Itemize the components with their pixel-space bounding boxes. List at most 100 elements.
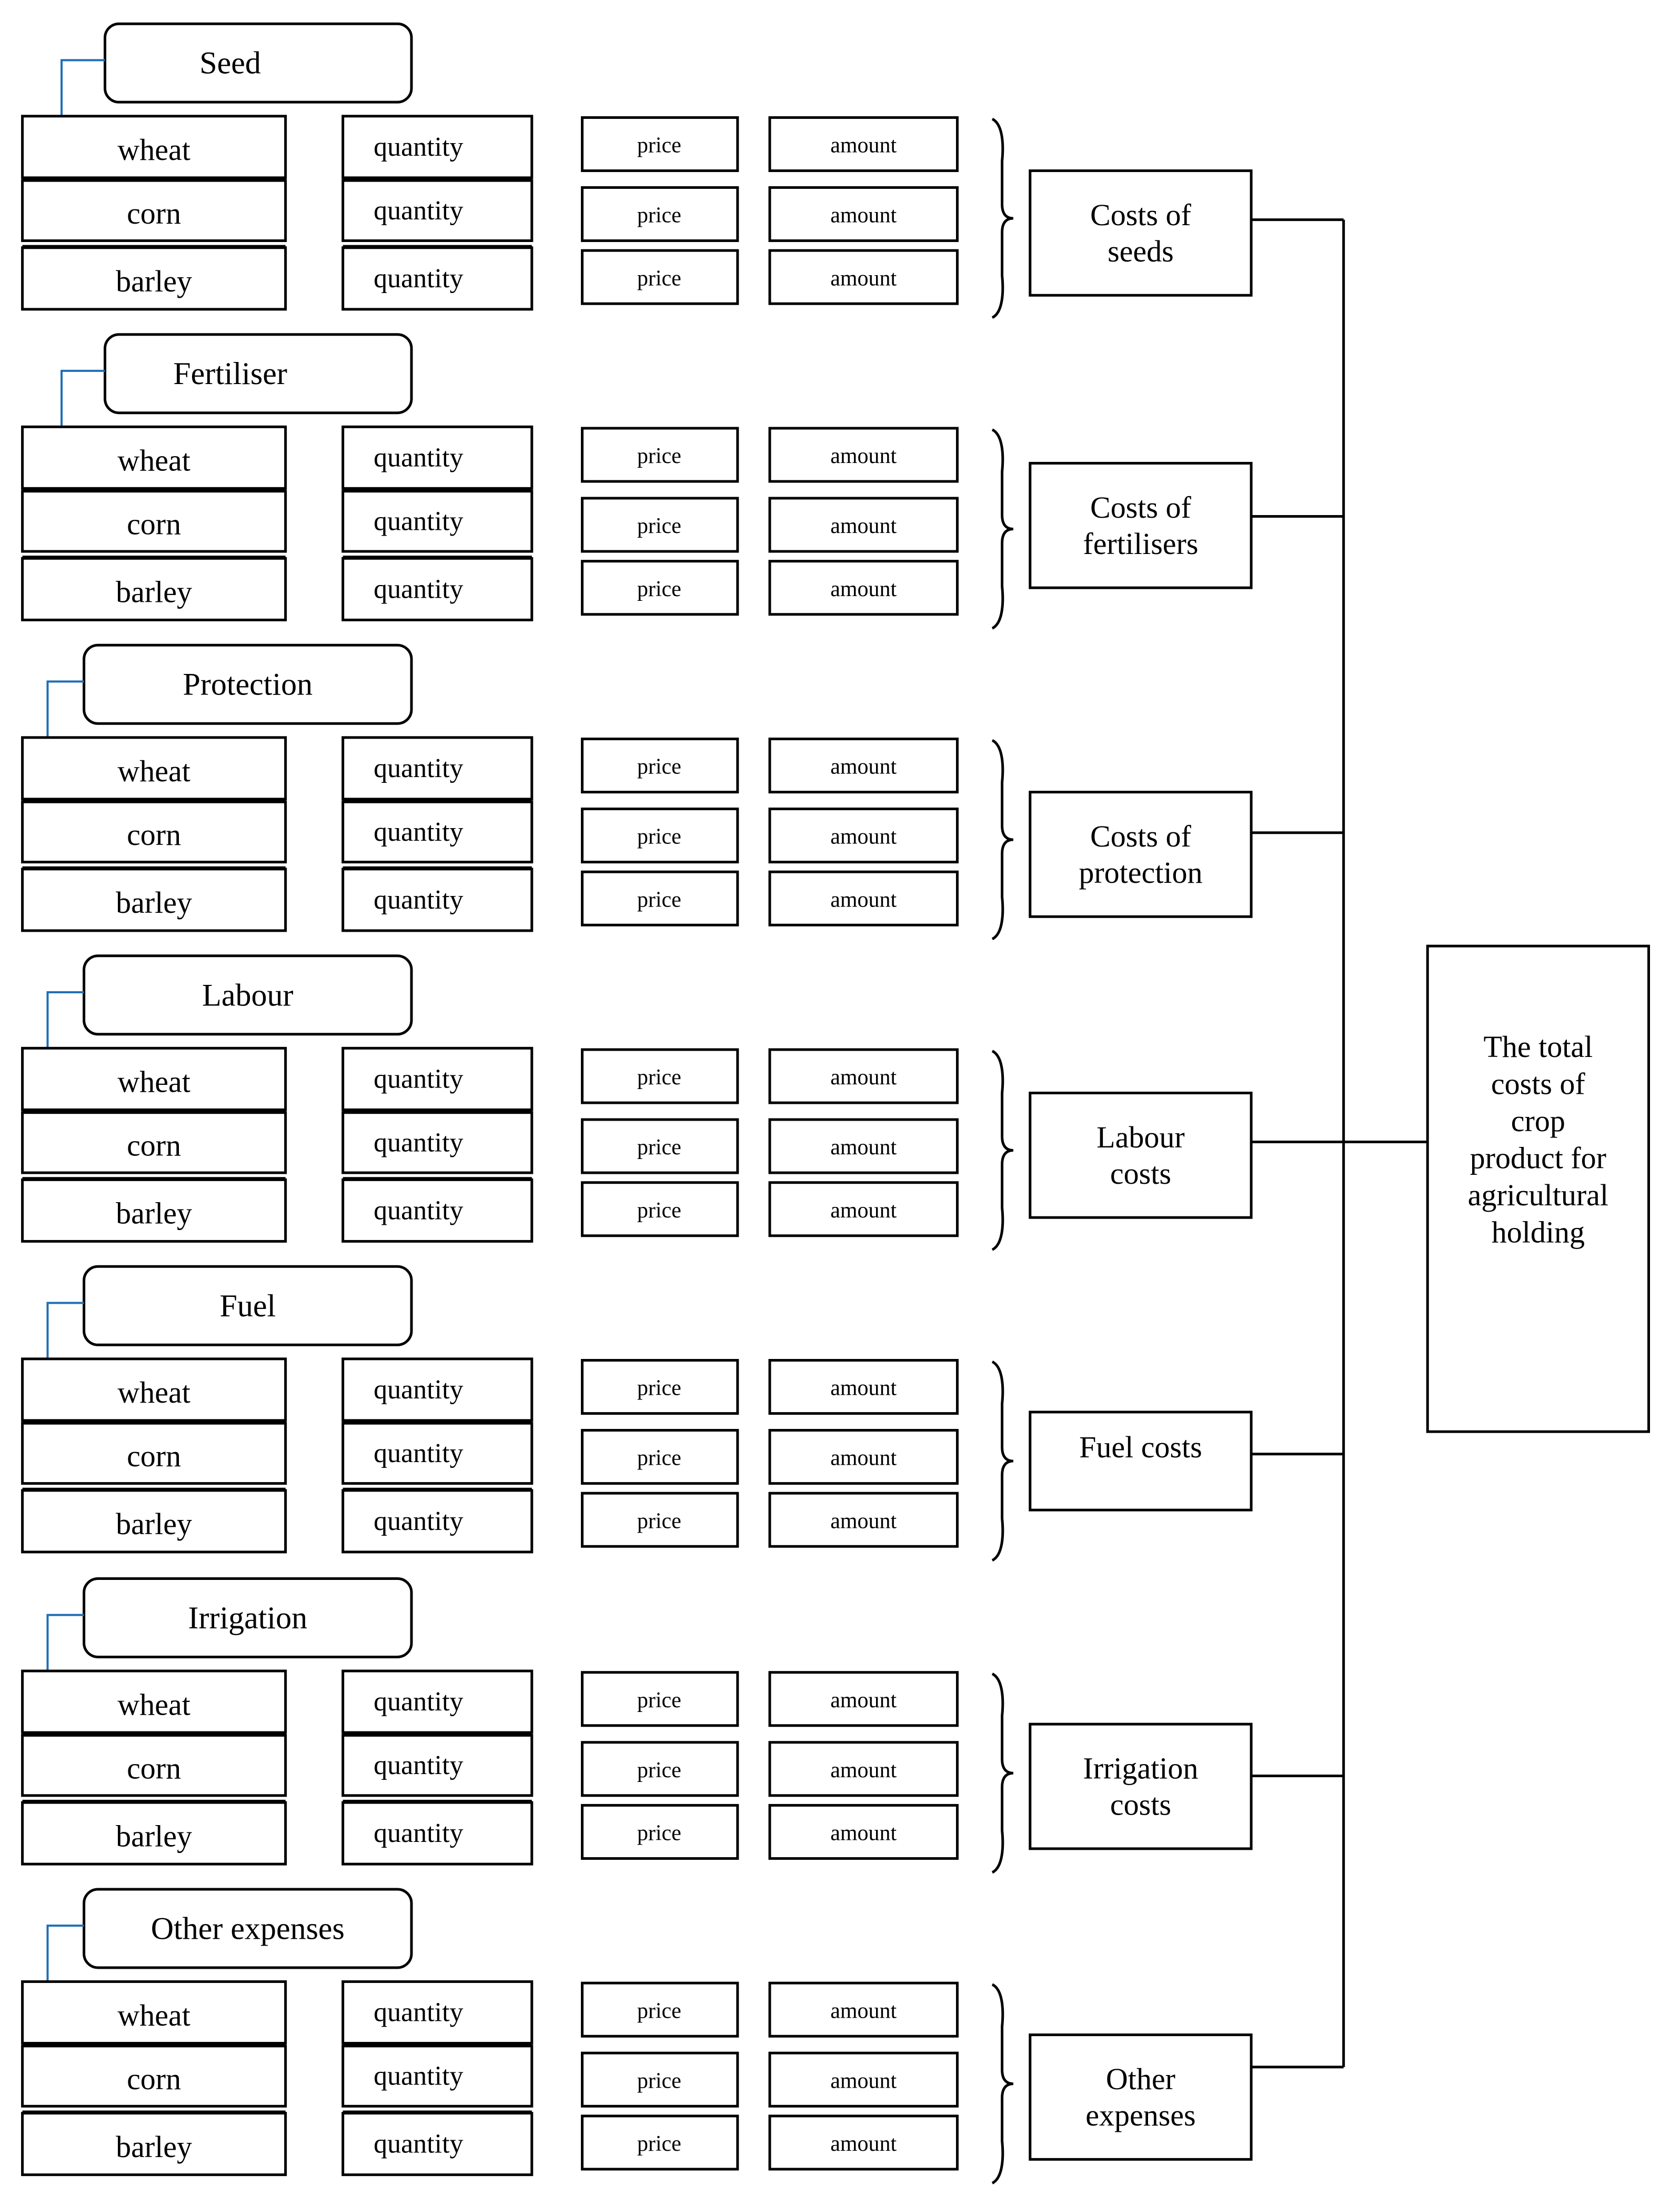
crop-box bbox=[21, 557, 287, 621]
price-label: price bbox=[637, 1758, 681, 1782]
price-label: price bbox=[637, 1376, 681, 1401]
crop-label: wheat bbox=[117, 754, 190, 788]
crop-box bbox=[21, 1111, 287, 1174]
quantity-box bbox=[341, 2112, 534, 2177]
price-label: price bbox=[637, 1821, 681, 1846]
category-title: Protection bbox=[183, 667, 313, 702]
quantity-box bbox=[341, 736, 534, 801]
cost-label: costs bbox=[1110, 1156, 1171, 1191]
amount-label: amount bbox=[830, 1758, 897, 1782]
price-label: price bbox=[637, 2132, 681, 2156]
category-title-box bbox=[104, 22, 413, 104]
amount-label: amount bbox=[830, 444, 897, 468]
crop-box bbox=[21, 179, 287, 243]
amount-box bbox=[768, 870, 959, 926]
curly-brace bbox=[991, 117, 1014, 319]
amount-box bbox=[768, 1741, 959, 1797]
amount-box bbox=[768, 737, 959, 794]
crop-box bbox=[21, 1734, 287, 1797]
crop-label: barley bbox=[116, 1507, 192, 1541]
curly-brace bbox=[991, 1673, 1014, 1874]
quantity-box bbox=[341, 1734, 534, 1797]
category-connector bbox=[46, 1925, 84, 1982]
amount-label: amount bbox=[830, 2069, 897, 2093]
crop-label: wheat bbox=[117, 1065, 190, 1099]
cost-label: fertilisers bbox=[1083, 527, 1198, 561]
cost-label: Costs of bbox=[1090, 819, 1191, 853]
cost-box bbox=[1029, 1411, 1253, 1512]
category-connector bbox=[61, 59, 105, 116]
cost-label: Costs of bbox=[1090, 198, 1191, 232]
cost-label: Costs of bbox=[1090, 490, 1191, 525]
price-box bbox=[581, 116, 739, 173]
price-label: price bbox=[637, 266, 681, 290]
amount-label: amount bbox=[830, 134, 897, 158]
quantity-label: quantity bbox=[374, 817, 463, 847]
amount-label: amount bbox=[830, 204, 897, 228]
price-box bbox=[581, 427, 739, 483]
price-label: price bbox=[637, 1688, 681, 1713]
price-box bbox=[581, 1981, 739, 2038]
crop-box bbox=[21, 800, 287, 864]
category-title-box bbox=[83, 1265, 413, 1346]
crop-label: corn bbox=[127, 818, 181, 852]
crop-label: corn bbox=[127, 2062, 181, 2096]
cost-label: Irrigation bbox=[1083, 1751, 1198, 1785]
quantity-box bbox=[341, 2044, 534, 2108]
category-connector bbox=[46, 680, 84, 738]
crop-box bbox=[21, 2112, 287, 2177]
price-box bbox=[581, 2114, 739, 2171]
cost-box bbox=[1029, 791, 1253, 918]
crop-box bbox=[21, 868, 287, 932]
crop-label: corn bbox=[127, 196, 181, 230]
quantity-box bbox=[341, 800, 534, 864]
price-label: price bbox=[637, 825, 681, 849]
price-box bbox=[581, 2051, 739, 2108]
curly-brace bbox=[991, 739, 1014, 941]
crop-label: barley bbox=[116, 885, 192, 920]
amount-box bbox=[768, 2051, 959, 2108]
amount-label: amount bbox=[830, 1821, 897, 1846]
quantity-box bbox=[341, 1801, 534, 1866]
cost-box bbox=[1029, 2033, 1253, 2161]
amount-box bbox=[768, 2114, 959, 2171]
quantity-label: quantity bbox=[374, 1375, 463, 1405]
quantity-box bbox=[341, 179, 534, 243]
price-box bbox=[581, 186, 739, 243]
category-title: Other expenses bbox=[151, 1911, 345, 1946]
quantity-label: quantity bbox=[374, 1506, 463, 1536]
amount-box bbox=[768, 1804, 959, 1860]
amount-label: amount bbox=[830, 1198, 897, 1223]
amount-label: amount bbox=[830, 1446, 897, 1470]
crop-label: wheat bbox=[117, 1687, 190, 1721]
quantity-label: quantity bbox=[374, 196, 463, 226]
amount-label: amount bbox=[830, 1376, 897, 1401]
total-label: agricultural bbox=[1468, 1178, 1608, 1212]
amount-label: amount bbox=[830, 266, 897, 290]
quantity-box bbox=[341, 868, 534, 932]
crop-box bbox=[21, 1980, 287, 2045]
crop-label: barley bbox=[116, 2130, 192, 2164]
category-title-box bbox=[83, 1577, 413, 1658]
price-box bbox=[581, 1741, 739, 1797]
price-label: price bbox=[637, 577, 681, 601]
category-title-box bbox=[83, 643, 413, 725]
price-label: price bbox=[637, 1446, 681, 1470]
amount-label: amount bbox=[830, 1509, 897, 1533]
category-connector bbox=[46, 991, 84, 1049]
price-label: price bbox=[637, 1135, 681, 1160]
price-box bbox=[581, 1048, 739, 1104]
price-label: price bbox=[637, 1999, 681, 2023]
amount-box bbox=[768, 1671, 959, 1727]
quantity-label: quantity bbox=[374, 264, 463, 294]
price-box bbox=[581, 1118, 739, 1174]
amount-box bbox=[768, 1429, 959, 1485]
total-label: The total bbox=[1483, 1030, 1593, 1064]
crop-box bbox=[21, 246, 287, 311]
quantity-box bbox=[341, 246, 534, 311]
amount-label: amount bbox=[830, 1999, 897, 2023]
cost-box bbox=[1029, 461, 1253, 589]
